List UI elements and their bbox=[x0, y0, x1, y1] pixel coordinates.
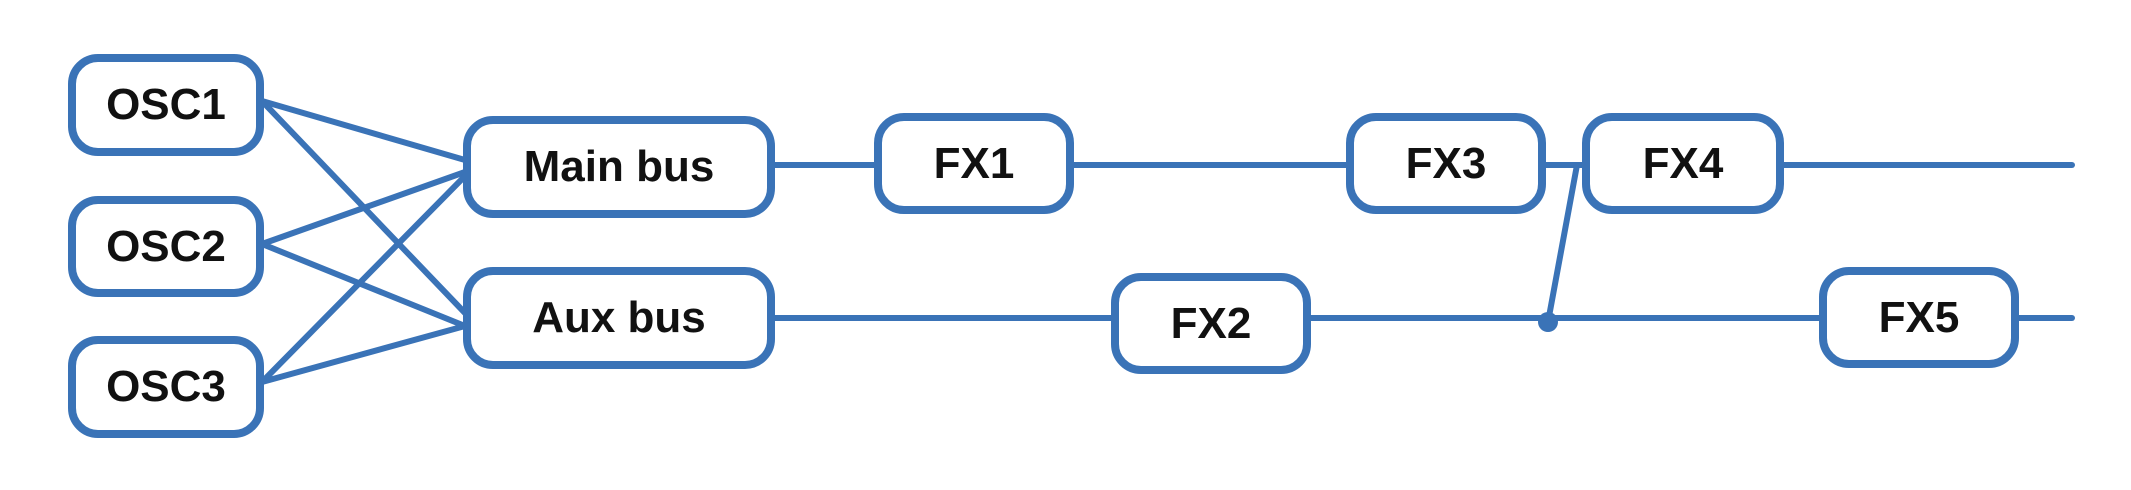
edge-osc3-main-bus bbox=[259, 173, 468, 385]
main-bus-node: Main bus bbox=[463, 116, 775, 218]
osc1-label: OSC1 bbox=[106, 80, 226, 129]
edge-osc3-aux-bus bbox=[259, 323, 468, 385]
fx4-node: FX4 bbox=[1582, 113, 1784, 214]
edge-osc2-main-bus bbox=[259, 169, 468, 247]
fx2-label: FX2 bbox=[1170, 298, 1252, 348]
fx5-node: FX5 bbox=[1819, 267, 2019, 368]
edge-osc2-aux-bus bbox=[259, 241, 468, 329]
fx3-node: FX3 bbox=[1346, 113, 1546, 214]
main-bus-label: Main bus bbox=[523, 142, 715, 191]
aux-bus-label: Aux bus bbox=[532, 293, 706, 342]
fx2-node: FX2 bbox=[1111, 273, 1311, 374]
fx3-label: FX3 bbox=[1405, 138, 1487, 188]
fx1-node: FX1 bbox=[874, 113, 1074, 214]
fx4-label: FX4 bbox=[1642, 138, 1724, 188]
osc2-node: OSC2 bbox=[68, 196, 264, 297]
fx1-label: FX1 bbox=[933, 138, 1015, 188]
osc1-node: OSC1 bbox=[68, 54, 264, 156]
edge-aux-junction-fx4 bbox=[1545, 162, 1580, 325]
fx5-label: FX5 bbox=[1878, 292, 1960, 342]
osc2-label: OSC2 bbox=[106, 221, 226, 271]
junction-dot bbox=[1538, 312, 1558, 332]
osc3-label: OSC3 bbox=[106, 362, 226, 411]
aux-bus-node: Aux bus bbox=[463, 267, 775, 369]
osc3-node: OSC3 bbox=[68, 336, 264, 438]
edge-osc1-main-bus bbox=[259, 98, 468, 163]
